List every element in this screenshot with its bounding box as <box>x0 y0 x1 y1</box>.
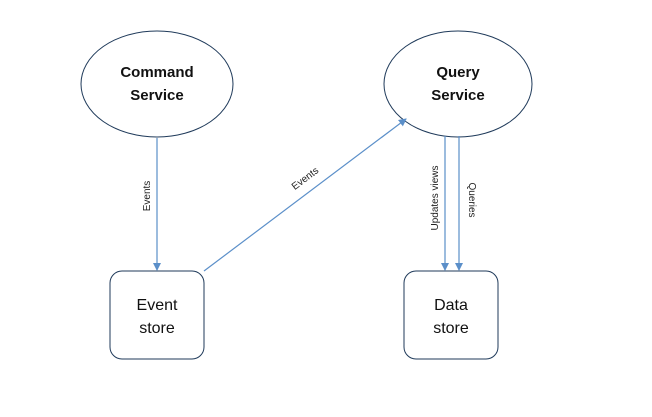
edge-event-store-to-query: Events <box>203 118 407 272</box>
event-store-node: Event store <box>109 270 205 360</box>
data-store-label-line2: store <box>433 320 469 337</box>
edge-label-queries: Queries <box>466 182 477 217</box>
data-store-node: Data store <box>403 270 499 360</box>
edge-label-events-2: Events <box>290 165 321 192</box>
query-service-label-line2: Service <box>431 87 484 104</box>
command-service-label-line1: Command <box>120 64 193 81</box>
query-service-label-line1: Query <box>436 64 480 81</box>
edge-label-events-1: Events <box>142 181 153 212</box>
event-store-label-line1: Event <box>137 297 178 314</box>
command-service-label-line2: Service <box>130 87 183 104</box>
edge-label-updates-views: Updates views <box>430 165 441 230</box>
data-store-label-line1: Data <box>434 297 468 314</box>
query-service-node: Query Service <box>383 30 533 138</box>
edge-command-to-event-store: Events <box>142 138 161 271</box>
command-service-node: Command Service <box>80 30 234 138</box>
edge-query-to-data-store-updates: Updates views <box>430 136 449 271</box>
event-store-label-line2: store <box>139 320 175 337</box>
edge-query-to-data-store-queries: Queries <box>455 136 477 271</box>
